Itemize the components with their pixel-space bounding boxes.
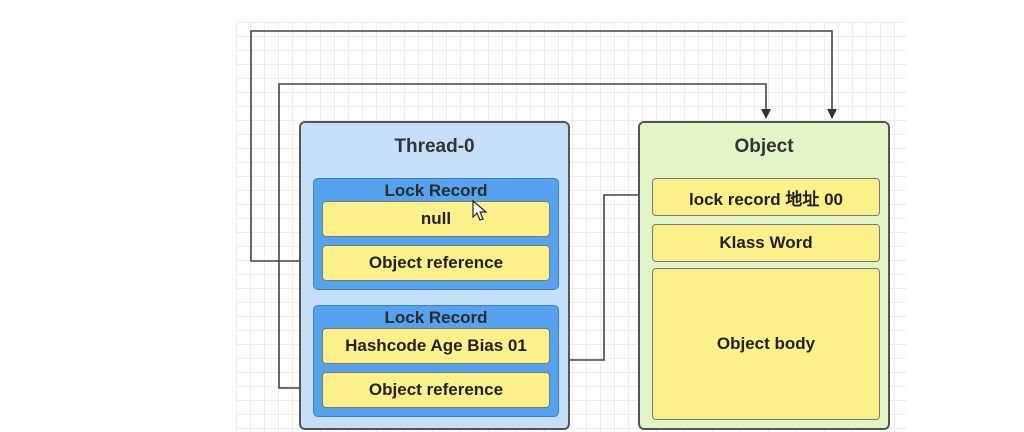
mark-word-cell: lock record 地址 00 [652,178,880,216]
object-body-cell: Object body [652,268,880,420]
thread-title: Thread-0 [394,136,475,157]
object-reference-cell: Object reference [322,245,550,281]
klass-word-cell: Klass Word [652,224,880,262]
mouse-cursor-icon [472,200,488,221]
object-title: Object [734,136,794,157]
object-panel: Object lock record 地址 00 Klass Word Obje… [638,121,890,430]
lock-record-value-cell: null [322,201,550,237]
lock-record-title: Lock Record [384,308,488,327]
lock-record-1: Lock Record null Object reference [313,178,559,290]
lock-record-2: Lock Record Hashcode Age Bias 01 Object … [313,305,559,417]
lock-record-value-cell: Hashcode Age Bias 01 [322,328,550,364]
object-reference-cell: Object reference [322,372,550,408]
thread-panel: Thread-0 Lock Record null Object referen… [299,121,570,430]
lock-record-title: Lock Record [384,181,488,200]
